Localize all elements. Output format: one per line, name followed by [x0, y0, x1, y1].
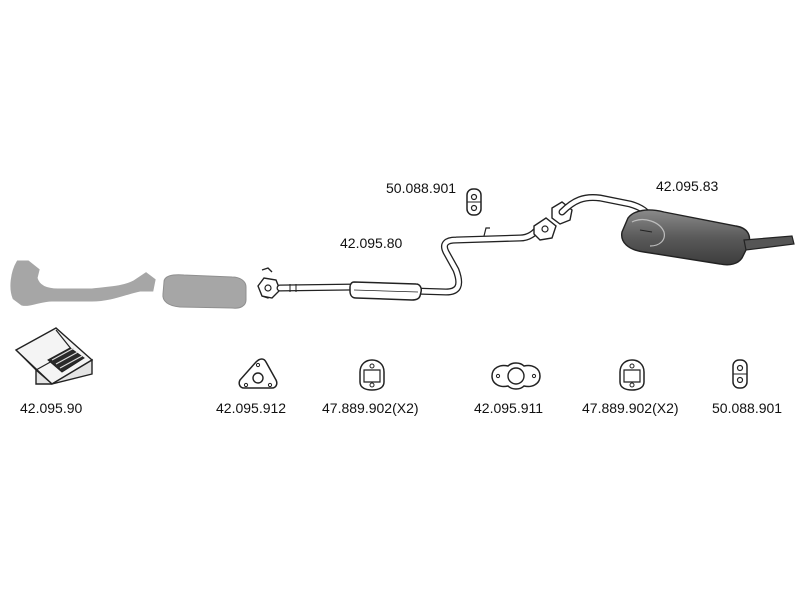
front-flange-shape	[257, 267, 281, 299]
label-oval-gasket: 42.095.911	[474, 400, 544, 416]
hanger-top-icon	[466, 188, 482, 216]
center-pipe-shape	[276, 217, 557, 301]
label-rubber-mount-left: 47.889.902(X2)	[322, 400, 419, 416]
label-rear-muffler: 42.095.83	[656, 178, 719, 194]
rubber-mount-right-icon	[619, 359, 645, 391]
rubber-mount-left-icon	[359, 359, 385, 391]
hanger-bottom-icon	[732, 359, 748, 389]
front-downpipe-shape	[10, 260, 156, 306]
label-front-gasket: 42.095.912	[216, 400, 287, 416]
label-hanger-bottom: 50.088.901	[712, 400, 783, 416]
label-rubber-mount-right: 47.889.902(X2)	[582, 400, 679, 416]
oval-gasket-icon	[491, 362, 541, 390]
triangle-gasket-icon	[238, 358, 278, 389]
label-center-pipe: 42.095.80	[340, 235, 403, 251]
rear-muffler-shape	[551, 194, 795, 266]
label-hanger-top: 50.088.901	[386, 180, 457, 196]
fitting-kit-box-icon	[14, 327, 94, 385]
catalytic-converter-shape	[162, 274, 247, 309]
label-fitting-kit: 42.095.90	[20, 400, 83, 416]
